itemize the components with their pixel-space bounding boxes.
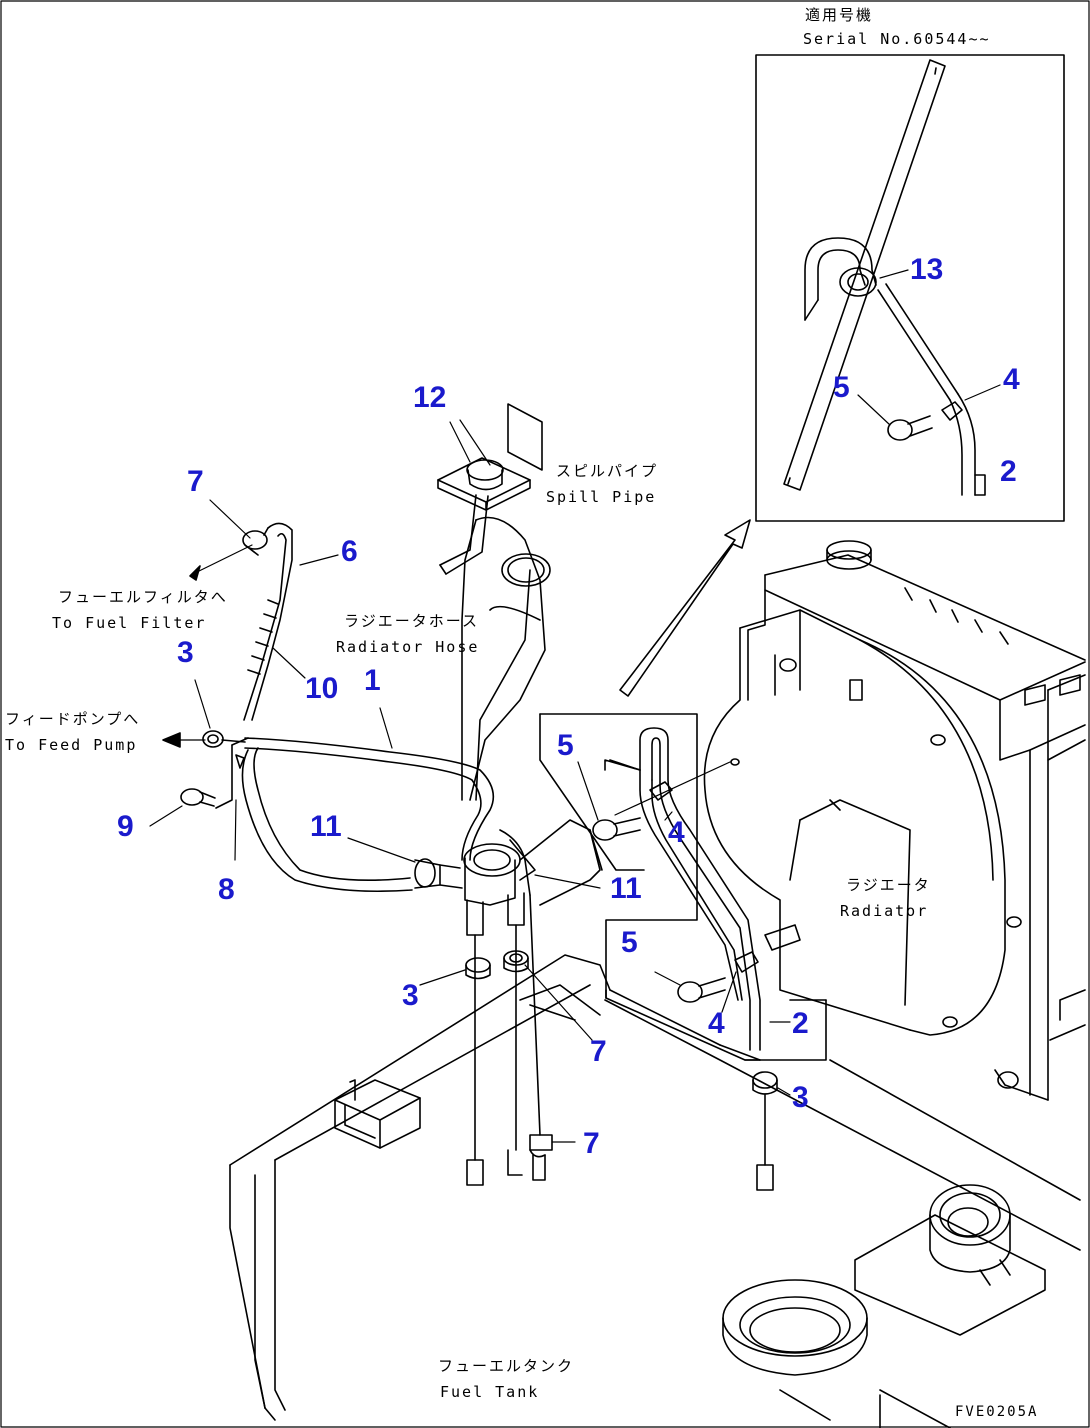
callout-11-right: 11	[610, 872, 642, 905]
spill-pipe-group	[437, 403, 603, 906]
callout-5-inset: 5	[833, 371, 850, 404]
radiator-hose-label-jp: ラジエータホース	[344, 612, 479, 630]
callout-3-right: 3	[792, 1081, 809, 1114]
callout-12: 12	[413, 381, 447, 414]
callout-3-left: 3	[177, 636, 194, 669]
fuel-filter-label-jp: フューエルフィルタへ	[58, 588, 228, 606]
spill-pipe-label-en: Spill Pipe	[546, 488, 657, 506]
callout-4-inset: 4	[1003, 363, 1020, 396]
inset-detail-box	[755, 54, 1065, 522]
radiator-label-en: Radiator	[840, 902, 929, 920]
callout-7-mid: 7	[590, 1035, 607, 1068]
mid-detail-box	[519, 713, 827, 1191]
callout-11-left: 11	[310, 810, 342, 843]
callout-9: 9	[117, 810, 134, 843]
feed-pump-label-jp: フィードポンプへ	[5, 710, 141, 728]
callout-2-low: 2	[792, 1007, 809, 1040]
fuel-filter-label-en: To Fuel Filter	[52, 614, 207, 632]
callout-8: 8	[218, 873, 235, 906]
callout-13: 13	[910, 253, 944, 286]
fuel-tank-label-en: Fuel Tank	[440, 1383, 540, 1401]
callout-2-inset: 2	[1000, 455, 1017, 488]
feed-pump-label-en: To Feed Pump	[5, 736, 138, 754]
callout-10: 10	[305, 672, 339, 705]
callout-5-mid: 5	[557, 729, 574, 762]
callout-3-mid: 3	[402, 979, 419, 1012]
radiator-label-jp: ラジエータ	[846, 876, 931, 894]
radiator-hose-label-en: Radiator Hose	[336, 638, 480, 656]
callout-4-low: 4	[708, 1007, 725, 1040]
callout-6: 6	[341, 535, 358, 568]
callout-7-top: 7	[187, 465, 204, 498]
fuel-tank	[229, 954, 1081, 1428]
left-hoses	[149, 419, 601, 1186]
fuel-tank-label-jp: フューエルタンク	[438, 1357, 575, 1375]
serial-label-jp: 適用号機	[805, 6, 874, 24]
spill-pipe-label-jp: スピルパイプ	[556, 462, 659, 480]
radiator-assembly	[703, 540, 1086, 1101]
drawing-code: FVE0205A	[955, 1404, 1039, 1420]
callout-1: 1	[364, 664, 381, 697]
callout-4-mid: 4	[668, 816, 685, 849]
view-arrow	[619, 519, 751, 697]
callout-5-low: 5	[621, 926, 638, 959]
callout-7-bottom: 7	[583, 1127, 600, 1160]
serial-label-en: Serial No.60544~~	[803, 30, 991, 48]
